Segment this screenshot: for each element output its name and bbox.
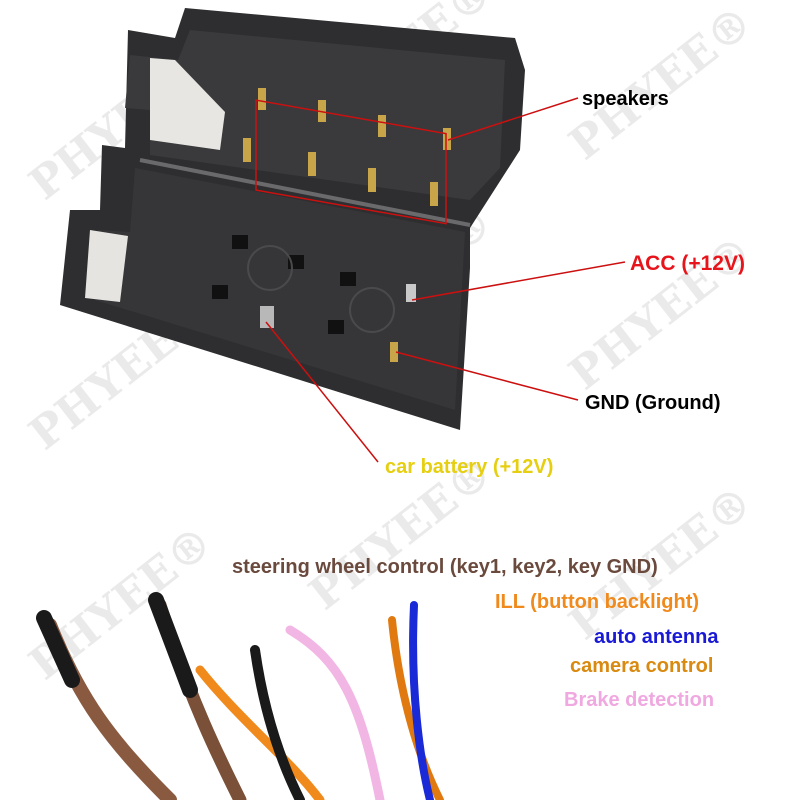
gnd-leader [395,351,579,401]
gnd-label: GND (Ground) [585,392,721,414]
leader-lines [265,97,626,463]
ill-wire-1 [195,665,325,800]
pin [378,115,386,137]
battery-label: car battery (+12V) [385,456,554,478]
steering-label: steering wheel control (key1, key2, key … [232,556,658,578]
lower-cavities [212,235,416,362]
pin [243,138,251,162]
upper-tab-opening [150,58,225,150]
speakers-label: speakers [582,88,669,110]
lower-tab-opening [85,230,128,302]
cavity [232,235,248,249]
steering-wire-1-tip [36,610,80,688]
pin [443,128,451,150]
speakers-leader [447,97,579,141]
battery-pin [260,306,274,328]
cavity [212,285,228,299]
acc-leader [411,261,626,301]
camera-wire [388,616,444,800]
steering-wire-2-tip [148,592,198,698]
battery-leader [265,321,379,463]
steering-wire-3 [250,645,305,800]
pin [258,88,266,110]
pin [308,152,316,176]
antenna-label: auto antenna [594,626,719,648]
upper-block [125,30,505,200]
divider-rib [139,158,471,227]
gnd-pin [390,342,398,362]
cavity-ring [349,287,395,333]
brake-wire [285,625,385,800]
steering-wire-1 [43,618,177,800]
acc-label: ACC (+12V) [630,252,745,275]
iso-connector-housing [60,8,525,430]
lower-block [95,168,465,410]
cavity-ring [247,245,293,291]
camera-label: camera control [570,655,714,677]
acc-pin [406,284,416,302]
brake-label: Brake detection [564,689,715,711]
upper-pins [243,88,451,225]
pin [318,100,326,122]
ill-label: ILL (button backlight) [495,591,700,613]
wire-bundle [36,592,444,800]
pin [368,168,376,192]
cavity [340,272,356,286]
speaker-pin-box [255,99,447,225]
pin [430,182,438,206]
cavity [328,320,344,334]
antenna-wire [409,601,434,800]
